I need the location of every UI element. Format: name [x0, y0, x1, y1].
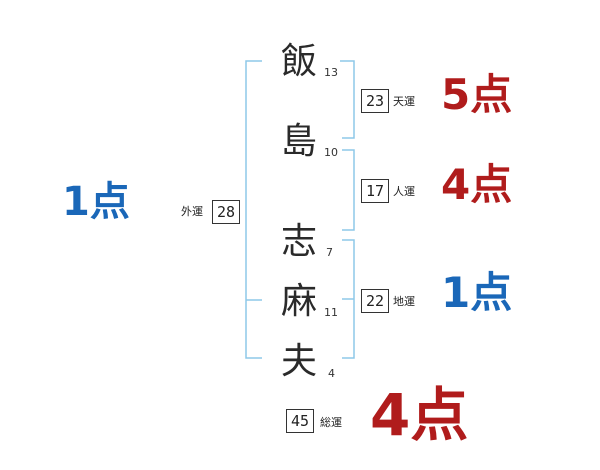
name-char-4: 麻	[281, 281, 318, 322]
tenun-score: 5点	[441, 70, 513, 119]
jinun-score: 4点	[441, 160, 513, 209]
stroke-count-3: 7	[326, 246, 333, 259]
gaiun-score: 1点	[62, 179, 130, 225]
name-char-3: 志	[281, 221, 318, 262]
stroke-count-4: 11	[324, 306, 338, 319]
gaiun-bracket	[245, 60, 262, 359]
name-char-1: 飯	[281, 41, 318, 82]
tenun-value-box: 23	[361, 89, 389, 113]
soun-label: 総運	[320, 416, 342, 429]
soun-score: 4点	[370, 381, 469, 449]
chiun-score: 1点	[441, 268, 513, 317]
chiun-value-box: 22	[361, 289, 389, 313]
soun-value-box: 45	[286, 409, 314, 433]
tenun-label: 天運	[393, 95, 415, 108]
stroke-count-1: 13	[324, 66, 338, 79]
name-char-5: 夫	[281, 341, 318, 382]
jinun-label: 人運	[393, 185, 415, 198]
name-char-2: 島	[281, 121, 318, 162]
stroke-count-5: 4	[328, 367, 335, 380]
gaiun-value-box: 28	[212, 200, 240, 224]
tenun-bracket	[340, 60, 355, 139]
chiun-label: 地運	[393, 295, 415, 308]
jinun-bracket	[342, 149, 355, 231]
jinun-value-box: 17	[361, 179, 389, 203]
gaiun-label: 外運	[181, 205, 203, 218]
stroke-count-2: 10	[324, 146, 338, 159]
